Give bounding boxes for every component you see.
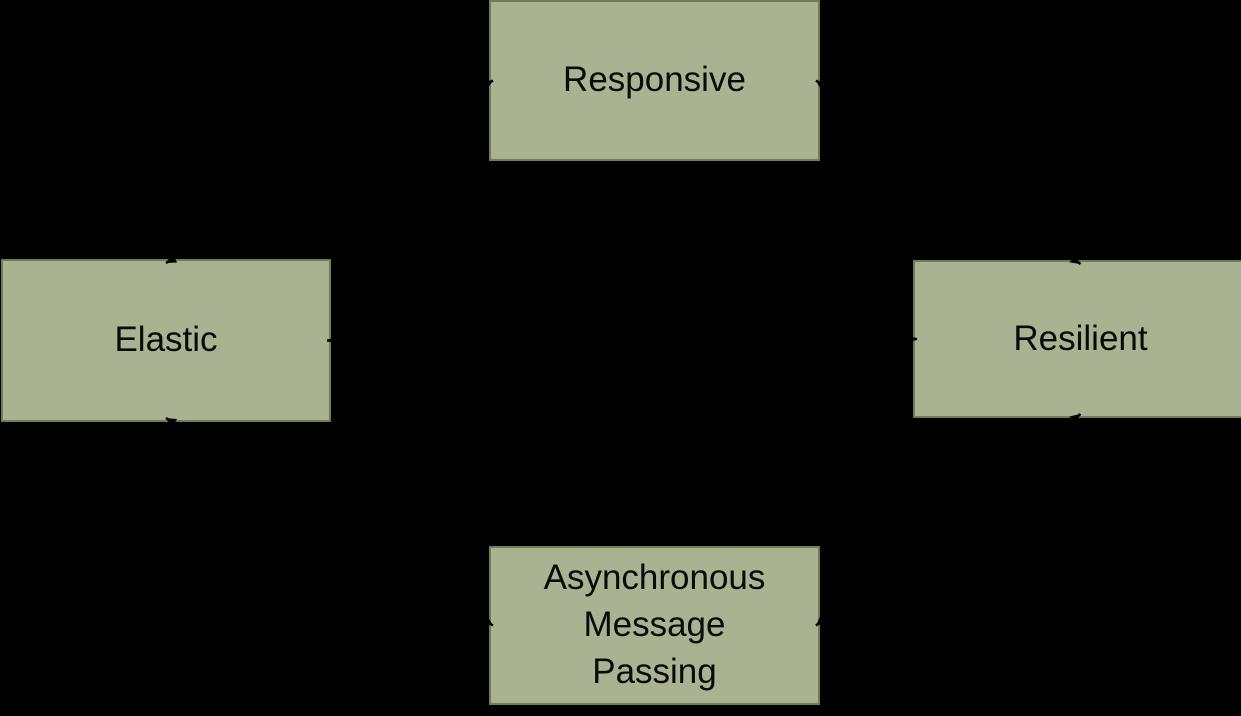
arrow-elastic-responsive <box>165 79 494 265</box>
node-async-message-passing-label: Asynchronous Message Passing <box>543 558 766 691</box>
node-elastic-label: Elastic <box>114 320 218 360</box>
node-responsive: Responsive <box>489 0 820 161</box>
node-resilient: Resilient <box>913 260 1241 418</box>
node-async-message-passing: Asynchronous Message Passing <box>489 546 820 705</box>
node-responsive-label: Responsive <box>563 60 746 100</box>
arrow-responsive-resilient <box>815 79 1082 266</box>
arrow-elastic-async-message-passing <box>165 416 494 627</box>
node-elastic: Elastic <box>1 259 331 422</box>
node-resilient-label: Resilient <box>1013 318 1148 358</box>
arrow-elastic-resilient <box>326 334 918 346</box>
arrow-resilient-async-message-passing <box>815 413 1082 627</box>
